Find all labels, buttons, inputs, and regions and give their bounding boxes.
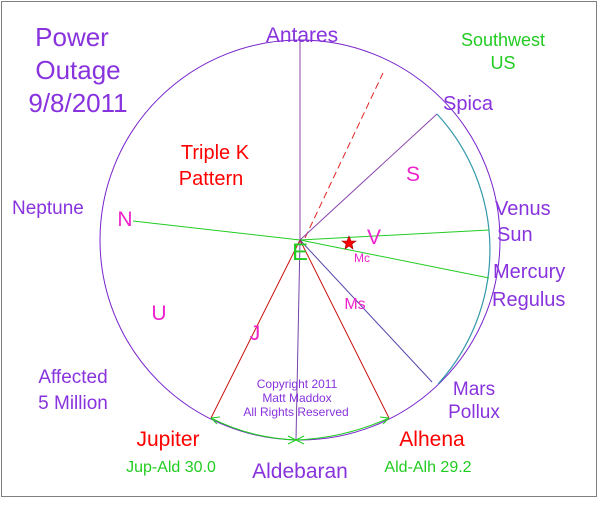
copyright-line-1: Copyright 2011	[257, 377, 338, 391]
line-midheaven-dashed	[304, 72, 384, 239]
title-line-3: 9/8/2011	[28, 88, 127, 118]
label-pollux: Pollux	[448, 402, 500, 423]
line-mars	[299, 239, 433, 383]
label-aldebaran: Aldebaran	[252, 460, 348, 483]
star-marker-icon	[341, 235, 357, 250]
glyph-neptune: N	[117, 208, 132, 231]
pattern-line-2: Pattern	[179, 168, 243, 190]
arc-jup-ald	[210, 417, 297, 441]
label-spica: Spica	[443, 93, 494, 115]
line-spica	[299, 113, 438, 241]
title-line-1: Power	[35, 22, 109, 52]
affected-line-2: 5 Million	[38, 393, 108, 414]
label-mars: Mars	[453, 379, 495, 400]
glyph-venus: V	[367, 226, 381, 249]
glyph-jupiter: J	[250, 322, 261, 345]
line-aldebaran	[295, 239, 301, 441]
line-jupiter	[210, 239, 301, 419]
label-jup-ald: Jup-Ald 30.0	[126, 459, 216, 476]
region-line-2: US	[490, 53, 515, 73]
copyright-line-2: Matt Maddox	[262, 391, 331, 405]
line-mercury	[299, 239, 490, 279]
copyright-line-3: All Rights Reserved	[243, 405, 348, 419]
arc-ald-alh	[295, 417, 390, 441]
glyph-earth: E	[292, 239, 308, 266]
label-sun: Sun	[497, 224, 533, 246]
arrowhead-aldebaran	[287, 435, 305, 445]
label-regulus: Regulus	[492, 289, 565, 311]
glyph-saturn: S	[406, 163, 420, 186]
label-jupiter: Jupiter	[136, 428, 199, 451]
line-venus	[299, 229, 490, 241]
label-antares: Antares	[266, 24, 338, 47]
affected-line-1: Affected	[38, 367, 107, 388]
label-alhena: Alhena	[399, 428, 465, 451]
arrowhead-alhena	[379, 416, 390, 425]
sky-circle-east-arc	[436, 113, 491, 385]
arrowhead-jupiter	[210, 416, 221, 425]
label-ald-alh: Ald-Alh 29.2	[384, 459, 471, 476]
label-mercury: Mercury	[493, 261, 565, 283]
glyph-uranus: U	[151, 302, 166, 325]
glyph-midheaven: Mc	[354, 251, 370, 265]
line-neptune	[132, 220, 301, 241]
label-neptune: Neptune	[12, 198, 84, 219]
glyph-mars: Ms	[344, 296, 365, 313]
line-alhena	[299, 239, 390, 419]
pattern-line-1: Triple K	[181, 142, 250, 164]
title-line-2: Outage	[35, 55, 120, 85]
region-line-1: Southwest	[461, 30, 545, 50]
label-venus: Venus	[495, 198, 551, 220]
